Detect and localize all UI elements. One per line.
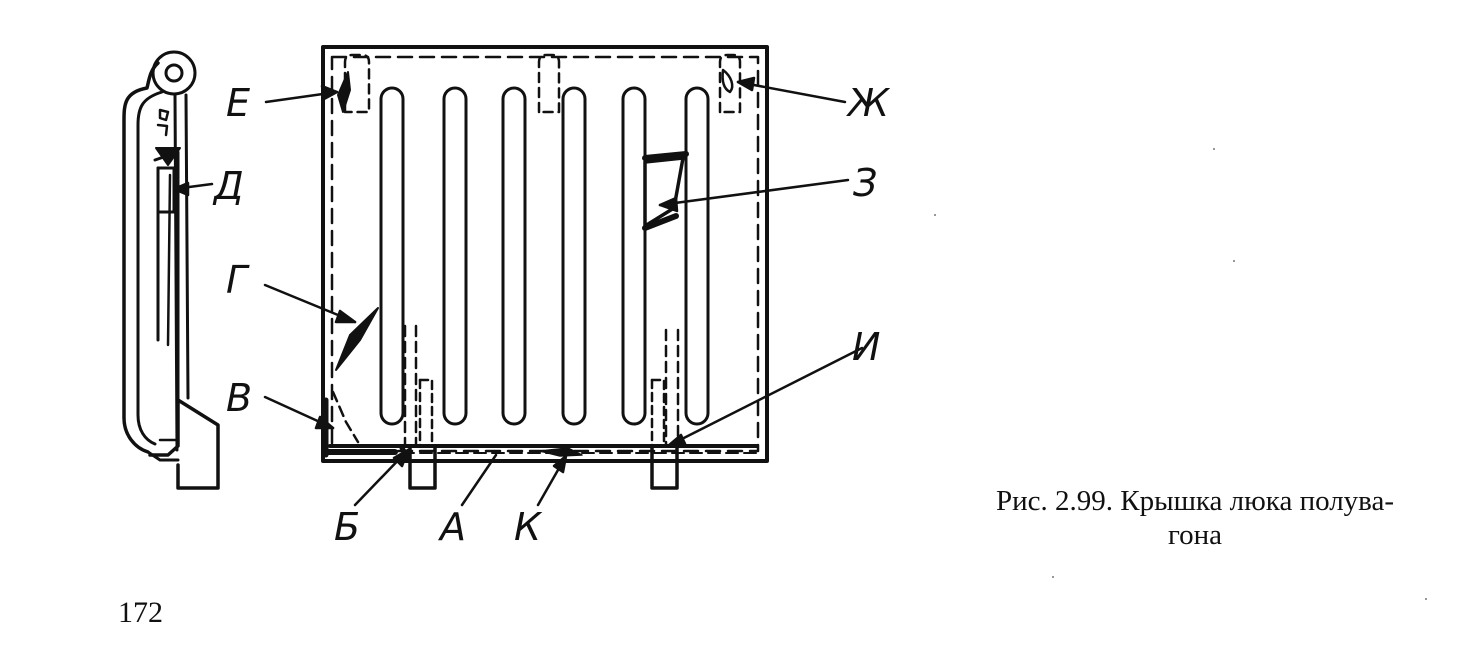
scan-speck — [1233, 260, 1235, 262]
label-b: Б — [334, 505, 360, 549]
label-v: В — [226, 376, 252, 420]
scan-speck — [934, 214, 936, 216]
leader-lines — [172, 76, 864, 507]
label-g: Г — [226, 258, 250, 302]
front-view — [321, 45, 769, 490]
label-z: З — [853, 161, 877, 205]
caption-line-2: гона — [1167, 519, 1223, 551]
label-d: Д — [212, 164, 244, 208]
label-e: Е — [226, 81, 250, 125]
label-zh: Ж — [846, 81, 891, 125]
caption-line-1: Рис. 2.99. Крышка люка полува- — [995, 485, 1395, 517]
label-k: К — [514, 505, 543, 549]
scan-speck — [1052, 576, 1054, 578]
letter-labels: Е Д Г В Ж З И Б А К — [212, 81, 891, 549]
page-number: 172 — [118, 596, 163, 629]
label-a: А — [437, 505, 466, 549]
side-view — [122, 50, 220, 490]
scan-speck — [1425, 598, 1427, 600]
label-i: И — [852, 325, 880, 369]
scan-speck — [1213, 148, 1215, 150]
figure-caption: Рис. 2.99. Крышка люка полува- гона — [930, 484, 1460, 552]
